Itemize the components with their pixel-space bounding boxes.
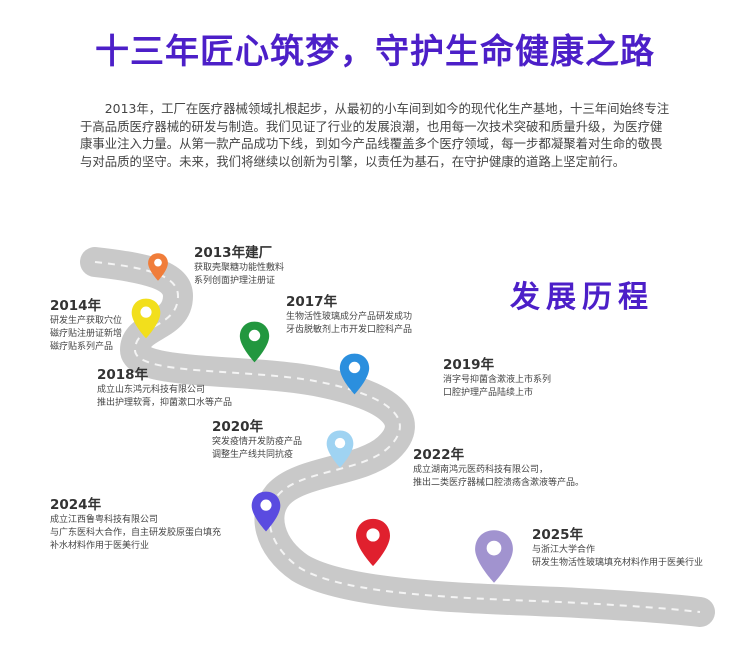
milestone-text: 突发疫情开发防疫产品 — [212, 437, 303, 447]
section-title: 发展历程 — [510, 280, 654, 315]
milestone-text: 研发生产获取穴位 — [50, 316, 123, 326]
milestone-text: 消字号抑菌含漱液上市系列 — [443, 375, 552, 385]
milestone-text: 推出二类医疗器械口腔溃疡含漱液等产品。 — [413, 478, 585, 488]
milestone-text: 口腔护理产品陆续上市 — [443, 388, 534, 398]
pin-2014-icon — [131, 298, 161, 339]
intro-paragraph: 2013年，工厂在医疗器械领域扎根起步，从最初的小车间到如今的现代化生产基地，十… — [80, 101, 670, 169]
milestone-2019: 2019年 消字号抑菌含漱液上市系列 口腔护理产品陆续上市 — [443, 356, 551, 400]
milestone-year: 2019年 — [443, 357, 495, 373]
page-headline: 十三年匠心筑梦，守护生命健康之路 — [95, 32, 655, 72]
milestone-text: 获取壳聚糖功能性敷料 — [194, 263, 285, 273]
milestone-2025: 2025年 与浙江大学合作 研发生物活性玻璃填充材料作用于医美行业 — [532, 526, 703, 570]
milestone-2022: 2022年 成立湖南鸿元医药科技有限公司， 推出二类医疗器械口腔溃疡含漱液等产品… — [413, 446, 584, 490]
milestone-year: 2013年建厂 — [194, 245, 273, 261]
pin-red-icon — [356, 518, 390, 567]
milestone-year: 2014年 — [50, 298, 102, 314]
milestone-2024: 2024年 成立江西鲁粤科技有限公司 与广东医科大合作，自主研发胶原蛋白填充 补… — [50, 496, 221, 553]
milestone-text: 磁疗贴注册证新增 — [50, 329, 123, 339]
milestone-2017: 2017年 生物活性玻璃成分产品研发成功 牙齿脱敏剂上市开发口腔科产品 — [286, 293, 412, 337]
milestone-text: 推出护理软膏，抑菌漱口水等产品 — [97, 398, 233, 408]
pin-2020-icon — [326, 430, 354, 468]
milestone-text: 调整生产线共同抗疫 — [212, 450, 294, 460]
milestone-year: 2020年 — [212, 419, 264, 435]
milestone-text: 成立湖南鸿元医药科技有限公司， — [413, 465, 549, 475]
milestone-year: 2017年 — [286, 294, 338, 310]
pin-2019-icon — [339, 353, 370, 395]
milestone-text: 与广东医科大合作，自主研发胶原蛋白填充 — [50, 528, 222, 538]
milestone-text: 研发生物活性玻璃填充材料作用于医美行业 — [532, 558, 704, 568]
milestone-text: 成立江西鲁粤科技有限公司 — [50, 515, 159, 525]
pin-2017-icon — [239, 321, 270, 363]
milestone-year: 2022年 — [413, 447, 465, 463]
milestone-2018: 2018年 成立山东鸿元科技有限公司 推出护理软膏，抑菌漱口水等产品 — [97, 366, 232, 410]
pin-2025-icon — [475, 530, 513, 583]
milestone-year: 2018年 — [97, 367, 149, 383]
milestone-text: 生物活性玻璃成分产品研发成功 — [286, 312, 413, 322]
milestone-2014: 2014年 研发生产获取穴位 磁疗贴注册证新增 磁疗贴系列产品 — [50, 297, 122, 354]
pin-2024-icon — [251, 491, 281, 532]
milestone-text: 与浙江大学合作 — [532, 545, 596, 555]
milestone-year: 2025年 — [532, 527, 584, 543]
milestone-text: 补水材料作用于医美行业 — [50, 541, 150, 551]
milestone-text: 磁疗贴系列产品 — [50, 342, 114, 352]
milestone-text: 牙齿脱敏剂上市开发口腔科产品 — [286, 325, 413, 335]
pin-2013-icon — [148, 253, 168, 281]
milestone-2020: 2020年 突发疫情开发防疫产品 调整生产线共同抗疫 — [212, 418, 302, 462]
milestone-year: 2024年 — [50, 497, 102, 513]
milestone-text: 系列创面护理注册证 — [194, 276, 276, 286]
milestone-text: 成立山东鸿元科技有限公司 — [97, 385, 206, 395]
milestone-2013: 2013年建厂 获取壳聚糖功能性敷料 系列创面护理注册证 — [194, 244, 284, 288]
